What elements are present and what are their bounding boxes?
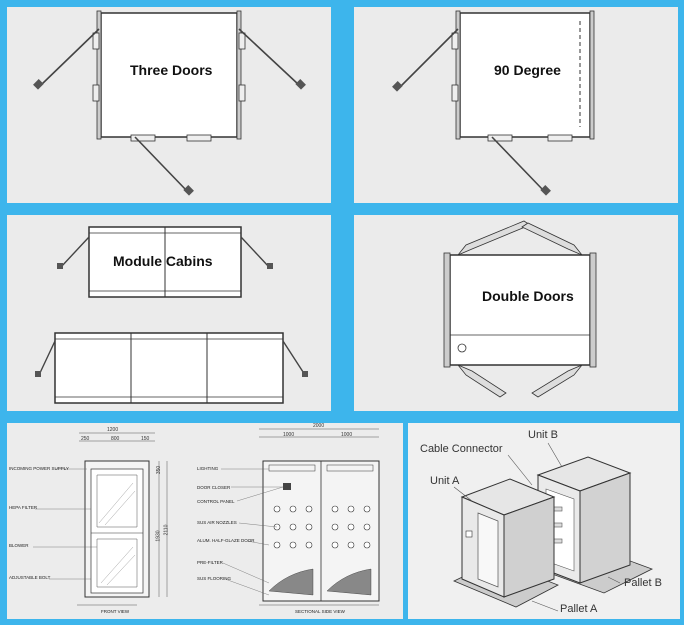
side-view-label: SECTIONAL SIDE VIEW	[295, 609, 345, 614]
dim-350: 350	[156, 465, 163, 475]
double-doors-plan-drawing	[443, 220, 597, 398]
callout-sus-air-nozzles: SUS AIR NOZZLES	[197, 520, 237, 525]
dim-1200: 1200	[107, 427, 119, 433]
panel-isometric-units: Cable Connector Unit B Unit A Pallet B P…	[408, 423, 680, 619]
cable-connector-label: Cable Connector	[420, 443, 503, 455]
dim-150: 150	[141, 436, 150, 442]
unit-b-label: Unit B	[528, 429, 558, 441]
callout-incoming-power-supply: INCOMING POWER SUPPLY	[9, 466, 69, 471]
panel-double-doors: Double Doors	[354, 215, 678, 411]
callout-pre-filter: PRE-FILTER	[197, 560, 223, 565]
unit-a-label: Unit A	[430, 475, 460, 487]
isometric-drawing	[453, 442, 654, 612]
pallet-b-label: Pallet B	[624, 577, 662, 589]
panel-module-cabins: Module Cabins	[7, 215, 331, 411]
dim-2110: 2110	[163, 524, 170, 536]
ninety-degree-label: 90 Degree	[494, 62, 561, 78]
callout-sus-flooring: SUS FLOORING	[197, 576, 232, 581]
dim-1000-right: 1000	[341, 432, 353, 438]
pallet-a-label: Pallet A	[560, 603, 598, 615]
dim-2000: 2000	[313, 423, 325, 429]
three-doors-label: Three Doors	[130, 62, 213, 78]
technical-drawing	[33, 428, 380, 606]
three-doors-plan-drawing	[33, 10, 306, 196]
double-doors-label: Double Doors	[482, 288, 574, 304]
dim-1930: 1930	[155, 530, 162, 542]
panel-technical-drawing: 1200 250 800 150 350 1930 2110 2000 1000…	[7, 423, 403, 619]
ninety-degree-plan-drawing	[392, 10, 595, 196]
callout-lighting: LIGHTING	[197, 466, 219, 471]
callout-alum-half-glaze-door: ALUM. HALF-GLAZE DOOR	[197, 538, 255, 543]
module-cabins-label: Module Cabins	[113, 253, 213, 269]
callout-blower: BLOWER	[9, 543, 29, 548]
panel-90-degree: 90 Degree	[354, 7, 678, 203]
dim-250: 250	[81, 436, 90, 442]
callout-adjustable-bolt: ADJUSTABLE BOLT	[9, 575, 51, 580]
panel-three-doors: Three Doors	[7, 7, 331, 203]
callout-hepa-filter: HEPA FILTER	[9, 505, 38, 510]
module-cabins-plan-drawing	[35, 226, 308, 404]
dim-800: 800	[111, 436, 120, 442]
dim-1000-left: 1000	[283, 432, 295, 438]
callout-door-closer: DOOR CLOSER	[197, 485, 231, 490]
callout-control-panel: CONTROL PANEL	[197, 499, 235, 504]
front-view-label: FRONT VIEW	[101, 609, 130, 614]
